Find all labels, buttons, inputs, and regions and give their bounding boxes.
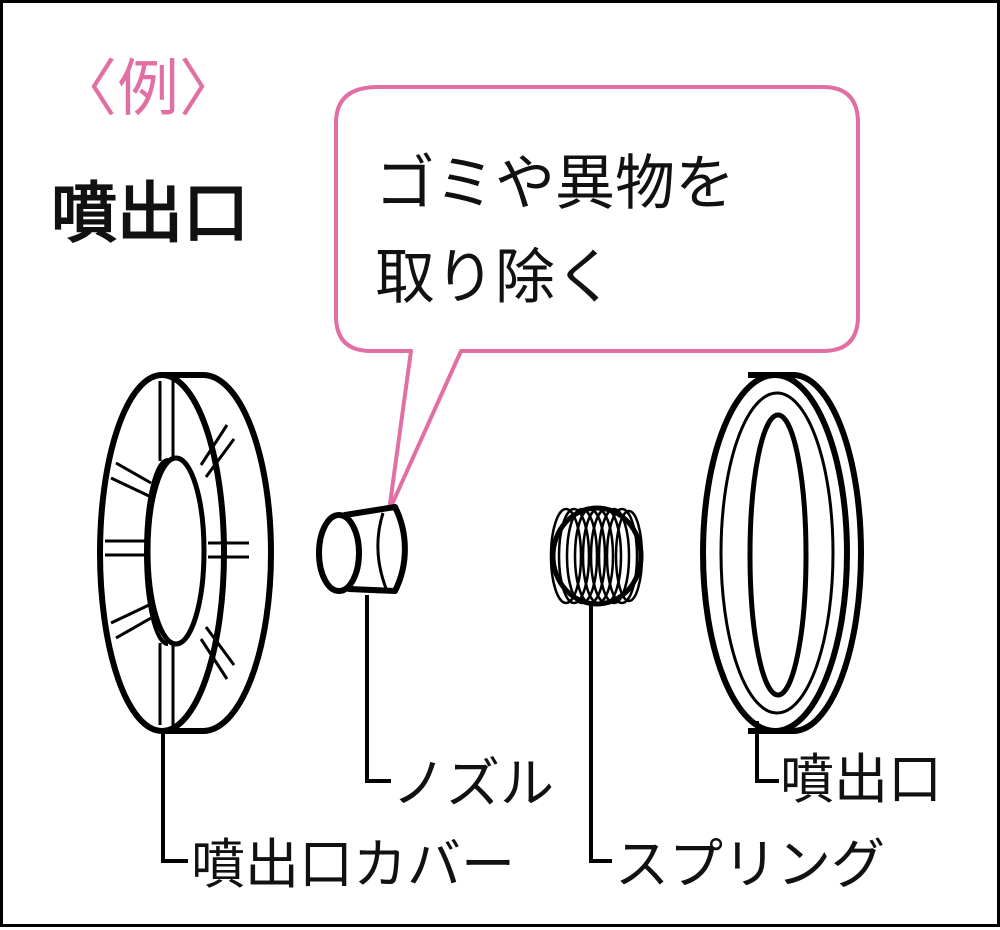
leader-cover [161,731,188,863]
spring-label: スプリング [615,833,885,896]
nozzle-label: ノズル [392,752,554,815]
parts-illustration [97,85,864,863]
callout-text: ゴミや異物を 取り除く [375,137,735,325]
outlet-cover-drawing [97,372,274,734]
outlet-ring-drawing [700,372,864,734]
leader-nozzle [365,595,391,783]
section-title: 噴出口 [51,175,249,252]
outlet-label: 噴出口 [780,748,942,811]
callout-line-2: 取り除く [375,243,615,313]
nozzle-drawing [316,504,408,594]
callout-bubble [334,85,860,513]
spring-drawing [549,505,644,607]
example-label: 〈例〉 [55,52,242,125]
outlet-cover-label: 噴出口カバー [191,833,515,896]
leader-lines [161,595,779,863]
leader-spring [589,603,612,863]
callout-line-1: ゴミや異物を [375,149,735,219]
leader-outlet [755,721,779,783]
